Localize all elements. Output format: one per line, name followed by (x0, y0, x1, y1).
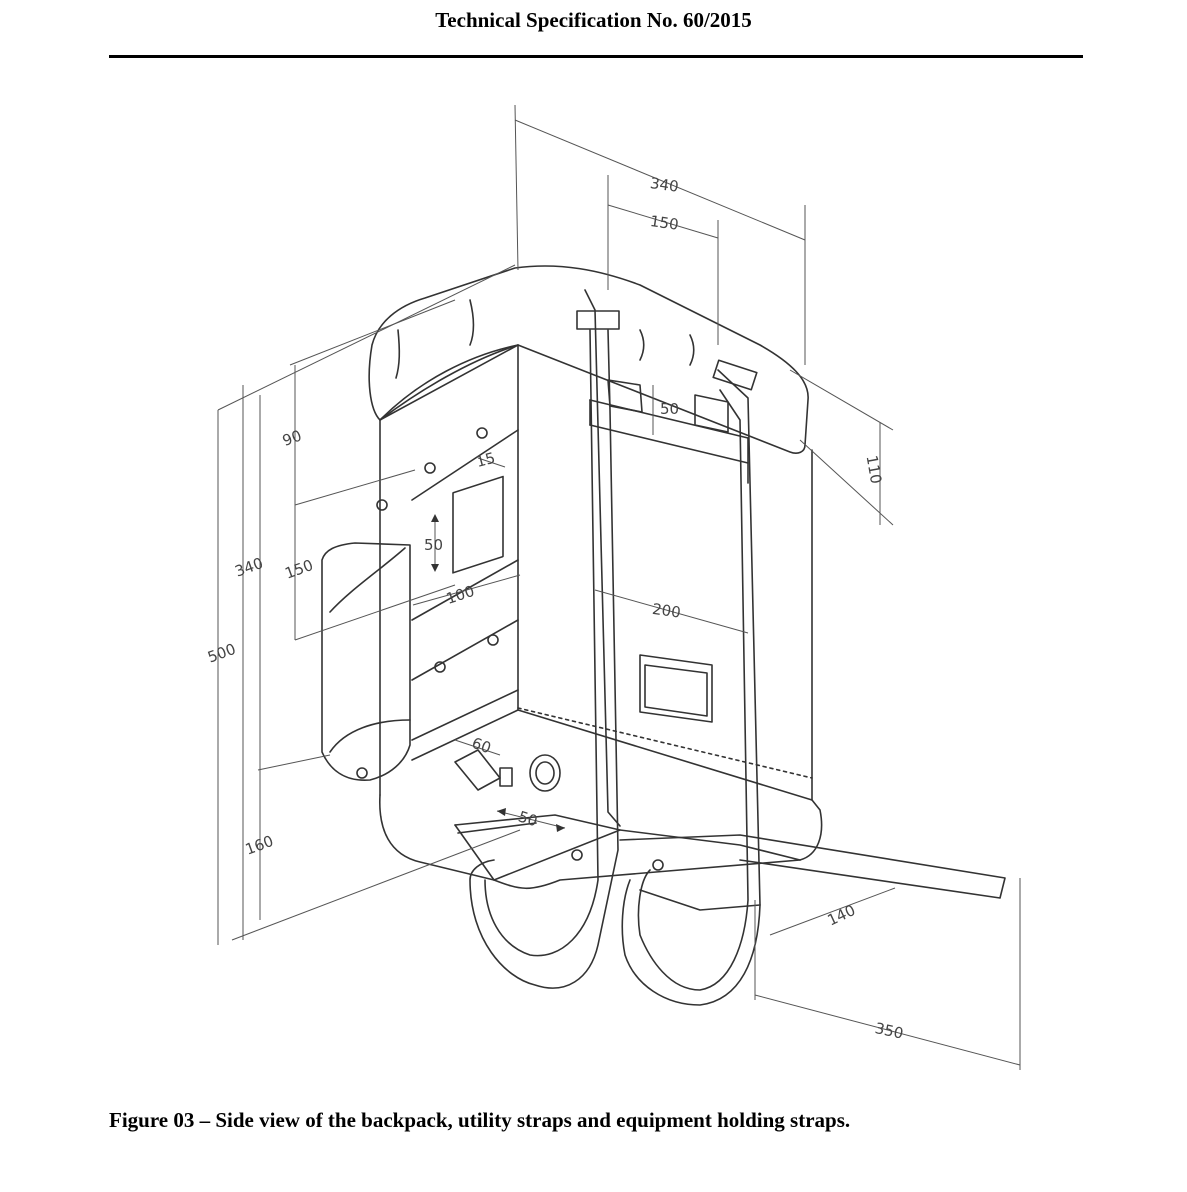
dim-bottom-pocket: 50 (516, 807, 540, 830)
dim-front-label-width: 200 (651, 600, 682, 622)
dimension-lines (217, 104, 1021, 1070)
dim-side-total: 340 (232, 554, 265, 581)
dim-top-right-height: 110 (863, 454, 886, 485)
dim-side-middle: 150 (282, 556, 315, 583)
dimension-labels: 340 150 50 110 90 15 50 150 340 500 100 … (205, 174, 905, 1043)
figure-caption: Figure 03 – Side view of the backpack, u… (109, 1108, 851, 1132)
header-divider (109, 55, 1083, 58)
dim-window-height: 50 (424, 536, 443, 554)
dimension-arrows (431, 514, 565, 832)
dim-strap-spacing: 150 (649, 212, 680, 234)
dim-strap-width: 140 (825, 901, 859, 929)
dim-bottom-height: 160 (243, 832, 276, 859)
dim-side-upper: 90 (280, 426, 304, 449)
backpack-outline (321, 265, 1006, 1006)
dim-window-width: 100 (444, 582, 477, 608)
dim-strap-length: 350 (873, 1019, 905, 1043)
dim-overall-height: 500 (205, 640, 238, 667)
dim-buckle: 60 (469, 734, 493, 757)
dim-strap-loop-height: 50 (660, 400, 679, 418)
dim-side-margin: 15 (474, 449, 497, 471)
dim-top-width: 340 (649, 174, 680, 196)
page-header-title: Technical Specification No. 60/2015 (435, 8, 752, 32)
